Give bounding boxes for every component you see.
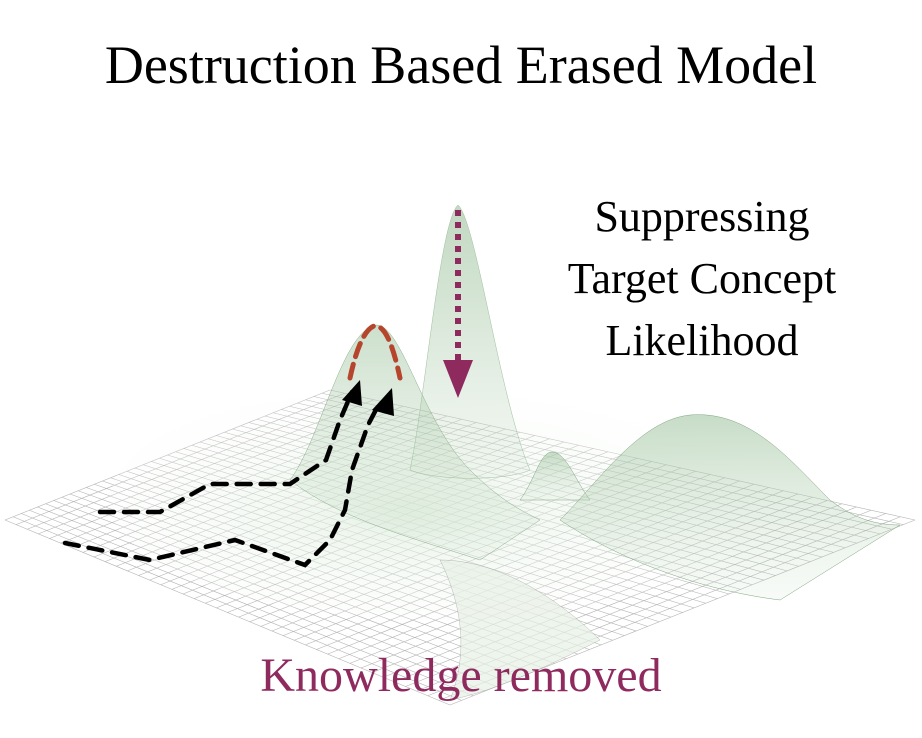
optimization-path-1 (97, 389, 355, 515)
annotation-line-1: Suppressing (594, 192, 810, 241)
right-hill-surface (559, 414, 901, 601)
annotation-line-3: Likelihood (605, 316, 799, 365)
suppression-annotation: Suppressing Target Concept Likelihood (522, 186, 882, 372)
suppressed-peak-surface (409, 204, 531, 479)
front-valley-surface (439, 559, 601, 701)
annotation-line-2: Target Concept (567, 254, 837, 303)
grid-line (21, 513, 474, 697)
suppress-arrow-icon (443, 360, 473, 398)
diagram-title: Destruction Based Erased Model (104, 35, 818, 95)
small-bump-surface (519, 451, 591, 501)
grid-line (29, 509, 485, 692)
peak-highlight-dashed (347, 323, 403, 381)
knowledge-removed-caption: Knowledge removed (260, 649, 662, 702)
path-arrowhead-2-icon (372, 388, 394, 416)
path-arrowhead-1-icon (342, 380, 362, 406)
grid-line (4, 519, 451, 706)
optimization-path-2 (62, 399, 383, 568)
